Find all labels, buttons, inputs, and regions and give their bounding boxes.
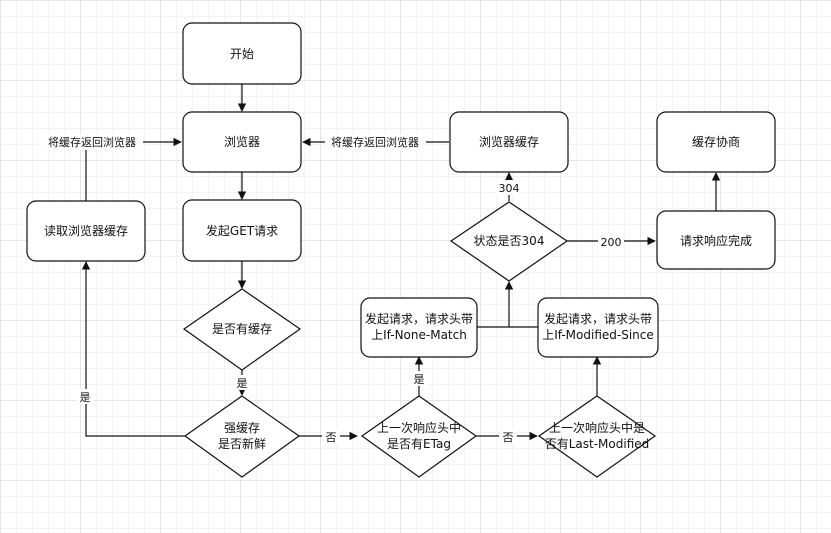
node-strong-cache-line2: 是否新鲜 xyxy=(218,436,266,451)
node-req-if-none-match-line2: 上If-None-Match xyxy=(371,328,467,342)
node-strong-cache: 强缓存 是否新鲜 xyxy=(183,395,301,478)
edge-label-return-cache-right: 将缓存返回浏览器 xyxy=(331,135,419,149)
node-complete: 请求响应完成 xyxy=(656,210,776,270)
edge-label-no-etag: 否 xyxy=(503,431,514,444)
node-has-cache-text: 是否有缓存 xyxy=(212,322,272,336)
edge-fresh-yes-to-read-cache xyxy=(81,261,185,437)
edge-label-200: 200 xyxy=(601,236,622,249)
edge-label-304: 304 xyxy=(499,182,520,195)
node-etag-question-line2: 是否有ETag xyxy=(387,437,451,451)
edge-labels: 将缓存返回浏览器 将缓存返回浏览器 是 是 否 是 否 304 200 xyxy=(42,134,624,444)
node-req-if-modified-since: 发起请求，请求头带 上If-Modified-Since xyxy=(537,297,659,358)
node-negotiate-text: 缓存协商 xyxy=(692,134,740,149)
edge-label-yes-fresh: 是 xyxy=(80,391,91,404)
node-req-if-none-match: 发起请求，请求头带 上If-None-Match xyxy=(360,297,478,358)
edge-inm-to-status xyxy=(477,281,514,328)
node-req-if-none-match-line1: 发起请求，请求头带 xyxy=(365,311,473,326)
node-lastmod-question-line2: 否有Last-Modified xyxy=(545,437,650,451)
node-lastmod-question: 上一次响应头中是 否有Last-Modified xyxy=(537,395,657,478)
edge-label-yes-etag: 是 xyxy=(414,373,425,386)
node-strong-cache-line1: 强缓存 xyxy=(224,421,260,435)
edge-label-return-cache-left: 将缓存返回浏览器 xyxy=(48,135,136,149)
node-browser-cache: 浏览器缓存 xyxy=(449,111,569,173)
node-req-if-modified-since-line2: 上If-Modified-Since xyxy=(542,328,654,342)
node-status-304: 状态是否304 xyxy=(449,201,569,282)
node-req-if-modified-since-line1: 发起请求，请求头带 xyxy=(544,311,652,326)
node-etag-question: 上一次响应头中 是否有ETag xyxy=(360,395,478,478)
node-send-get: 发起GET请求 xyxy=(182,199,302,262)
node-browser-cache-text: 浏览器缓存 xyxy=(479,134,539,149)
edge-label-yes-has-cache: 是 xyxy=(237,377,248,390)
node-start-text: 开始 xyxy=(230,47,254,61)
node-etag-question-line1: 上一次响应头中 xyxy=(377,420,461,435)
edge-read-cache-to-browser xyxy=(85,137,182,201)
node-lastmod-question-line1: 上一次响应头中是 xyxy=(549,420,645,435)
node-browser: 浏览器 xyxy=(182,111,302,173)
node-complete-text: 请求响应完成 xyxy=(680,233,752,248)
node-browser-text: 浏览器 xyxy=(224,134,260,149)
node-read-cache: 读取浏览器缓存 xyxy=(26,200,146,262)
node-status-304-text: 状态是否304 xyxy=(474,234,545,248)
node-read-cache-text: 读取浏览器缓存 xyxy=(44,223,128,238)
node-send-get-text: 发起GET请求 xyxy=(206,223,278,238)
edge-label-no-fresh: 否 xyxy=(326,431,337,444)
node-start: 开始 xyxy=(182,22,302,85)
node-has-cache: 是否有缓存 xyxy=(182,288,302,371)
node-negotiate: 缓存协商 xyxy=(656,111,776,173)
